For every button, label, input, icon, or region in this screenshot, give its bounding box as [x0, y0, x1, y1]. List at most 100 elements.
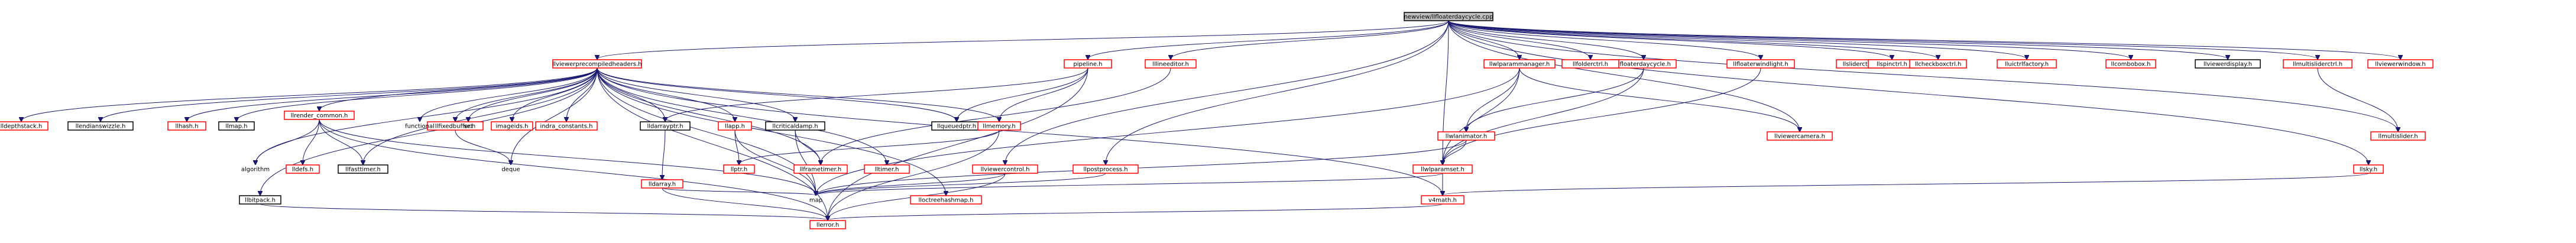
node-layer: newview/llfloaterdaycycle.cpp llviewerpre…: [0, 12, 2434, 229]
node-llcombobox[interactable]: llcombobox.h: [2105, 59, 2156, 69]
node-llpostprocess[interactable]: llpostprocess.h: [1072, 164, 1139, 174]
node-set: set: [464, 124, 472, 130]
node-llfloaterdaycycle[interactable]: llfloaterdaycycle.h: [1611, 59, 1677, 69]
node-box-llfixedbuffer: [427, 121, 484, 131]
node-llspinctrl[interactable]: llspinctrl.h: [1868, 59, 1916, 69]
node-llbitpack[interactable]: llbitpack.h: [239, 195, 281, 205]
node-llwlanimator[interactable]: llwlanimator.h: [1437, 131, 1495, 141]
node-llviewercamera[interactable]: llviewercamera.h: [1767, 131, 1833, 141]
edge-llviewerprecompiledheaders-to-deque: [511, 67, 598, 164]
node-llwlparamset[interactable]: llwlparamset.h: [1412, 164, 1473, 174]
node-label-algorithm: algorithm: [241, 167, 270, 173]
node-box-lltimer: [864, 164, 910, 174]
edge-root-to-llmultisliderctrl: [1448, 20, 2318, 59]
edge-llviewerprecompiledheaders-to-algorithm: [255, 67, 598, 164]
edge-llfixedbuffer-to-deque: [455, 129, 511, 164]
node-llhash[interactable]: llhash.h: [167, 121, 206, 131]
node-label-llfasttimer: llfasttimer.h: [345, 167, 381, 173]
edge-llviewerprecompiledheaders-to-llbitpack: [260, 67, 598, 195]
edge-pipeline-to-lldarrayptr: [665, 67, 1088, 121]
edge-root-to-llviewerwindow: [1448, 20, 2400, 59]
node-lldefs[interactable]: lldefs.h: [286, 164, 320, 174]
node-imageids[interactable]: imageids.h: [491, 121, 533, 131]
node-lloctreehashmap[interactable]: lloctreehashmap.h: [910, 195, 982, 205]
node-llwlparammanager[interactable]: llwlparammanager.h: [1483, 59, 1556, 69]
node-llfloaterwindlight[interactable]: llfloaterwindlight.h: [1726, 59, 1795, 69]
edge-llsky-to-v4math: [1443, 173, 2369, 195]
node-llfixedbuffer[interactable]: llfixedbuffer.h: [427, 121, 484, 131]
node-box-llcheckboxctrl: [1909, 59, 1967, 69]
node-box-llmultisliderctrl: [2283, 59, 2353, 69]
node-v4math[interactable]: v4math.h: [1421, 195, 1464, 205]
node-lldepthstack[interactable]: lldepthstack.h: [0, 121, 48, 131]
node-lluictrlfactory[interactable]: lluictrlfactory.h: [1997, 59, 2057, 69]
edge-llviewerprecompiledheaders-to-v4math: [597, 67, 1443, 195]
node-llfoldectrl[interactable]: llfolderctrl.h: [1561, 59, 1619, 69]
node-label-deque: deque: [501, 167, 520, 173]
edge-root-to-pipeline: [1088, 20, 1449, 59]
node-label-llwlparammanager: llwlparammanager.h: [1489, 61, 1550, 68]
node-llmemory[interactable]: llmemory.h: [977, 121, 1021, 131]
edge-root-to-llfloaterwindlight: [1448, 20, 1761, 59]
node-llviewerdisplay[interactable]: llviewerdisplay.h: [2195, 59, 2261, 69]
node-llqueuedptr[interactable]: llqueuedptr.h: [931, 121, 982, 131]
edge-llmultisliderctrl-to-llmultislider: [2317, 67, 2398, 131]
edge-llviewerprecompiledheaders-to-llapp: [597, 67, 735, 121]
node-pipeline[interactable]: pipeline.h: [1064, 59, 1112, 69]
node-label-llendianswizzle: llendianswizzle.h: [76, 124, 126, 130]
node-box-llviewerwindow: [2367, 59, 2434, 69]
node-llptr[interactable]: llptr.h: [723, 164, 755, 174]
node-lltimer[interactable]: lltimer.h: [864, 164, 910, 174]
node-llviewerprecompiledheaders[interactable]: llviewerprecompiledheaders.h: [552, 59, 642, 69]
node-label-v4math: v4math.h: [1428, 197, 1457, 204]
edge-llviewerprecompiledheaders-to-llendianswizzle: [101, 67, 598, 121]
node-llerror[interactable]: llerror.h: [809, 220, 846, 229]
node-root[interactable]: newview/llfloaterdaycycle.cpp: [1404, 12, 1493, 21]
node-llapp[interactable]: llapp.h: [718, 121, 752, 131]
node-llmultisliderctrl[interactable]: llmultisliderctrl.h: [2283, 59, 2353, 69]
node-functional: functional: [405, 124, 435, 130]
node-llmultislider[interactable]: llmultislider.h: [2370, 131, 2426, 141]
node-map: map: [809, 197, 822, 204]
node-label-functional: functional: [405, 124, 435, 130]
node-box-lldarrayptr: [640, 121, 691, 131]
node-indra_constants[interactable]: indra_constants.h: [535, 121, 598, 131]
edge-llapp-to-map: [734, 129, 816, 195]
edge-lllineeditor-to-llframetimer: [821, 67, 1171, 164]
edge-llpostprocess-to-map: [816, 173, 1106, 195]
edge-root-to-llcombobox: [1448, 20, 2131, 59]
node-box-llsky: [2353, 164, 2384, 174]
node-label-llpostprocess: llpostprocess.h: [1083, 167, 1127, 173]
node-label-llhash: llhash.h: [175, 124, 198, 130]
node-lllineeditor[interactable]: lllineeditor.h: [1145, 59, 1197, 69]
node-box-llbitpack: [239, 195, 281, 205]
node-llrender_common[interactable]: llrender_common.h: [284, 111, 355, 120]
edge-llrender_common-to-lldefs: [303, 119, 320, 164]
node-box-llcriticaldamp: [765, 121, 825, 131]
edge-layer: [21, 20, 2400, 220]
node-llviewerwindow[interactable]: llviewerwindow.h: [2367, 59, 2434, 69]
node-box-lluictrlfactory: [1997, 59, 2057, 69]
node-llframetimer[interactable]: llframetimer.h: [793, 164, 848, 174]
node-llfasttimer[interactable]: llfasttimer.h: [338, 164, 388, 174]
node-llcheckboxctrl[interactable]: llcheckboxctrl.h: [1909, 59, 1967, 69]
node-label-llfixedbuffer: llfixedbuffer.h: [435, 124, 475, 130]
node-label-llwlparamset: llwlparamset.h: [1421, 167, 1464, 173]
node-box-llwlparammanager: [1483, 59, 1556, 69]
node-llviewercontrol[interactable]: llviewercontrol.h: [972, 164, 1038, 174]
node-llsky[interactable]: llsky.h: [2353, 164, 2384, 174]
node-algorithm: algorithm: [241, 167, 270, 173]
node-lldarrayptr[interactable]: lldarrayptr.h: [640, 121, 691, 131]
node-label-llapp: llapp.h: [725, 124, 745, 130]
edge-pipeline-to-llqueuedptr: [957, 67, 1088, 121]
edge-llfloaterdaycycle-to-llwlparamset: [1443, 67, 1644, 164]
node-llmap[interactable]: llmap.h: [218, 121, 255, 131]
edge-llviewerprecompiledheaders-to-functional: [420, 67, 598, 121]
node-label-llviewercamera: llviewercamera.h: [1774, 134, 1825, 140]
node-llendianswizzle[interactable]: llendianswizzle.h: [67, 121, 134, 131]
node-lldarray[interactable]: lldarray.h: [641, 179, 683, 189]
edge-llviewerprecompiledheaders-to-lloctreehashmap: [597, 67, 946, 195]
node-llcriticaldamp[interactable]: llcriticaldamp.h: [765, 121, 825, 131]
node-label-llfloaterwindlight: llfloaterwindlight.h: [1733, 61, 1788, 68]
node-box-llfoldectrl: [1561, 59, 1619, 69]
